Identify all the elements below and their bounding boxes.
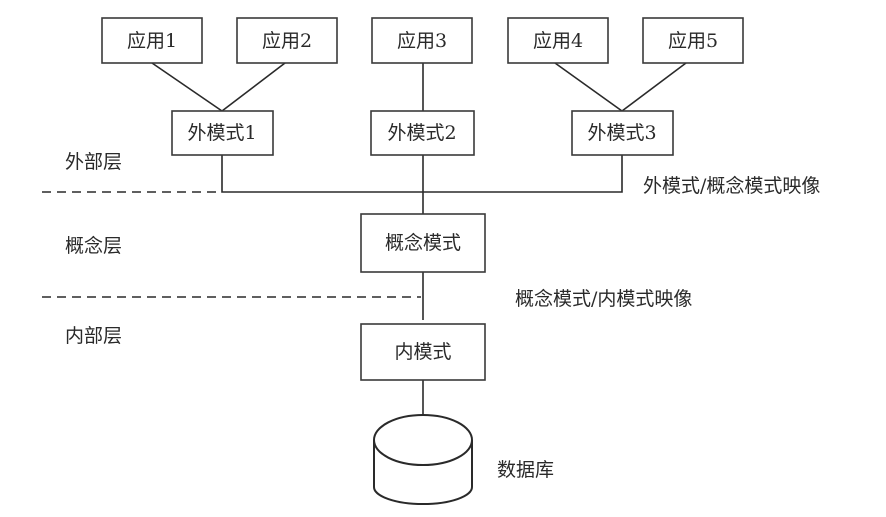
app-label-3: 应用3	[397, 30, 447, 52]
conceptual-schema-label: 概念模式	[385, 231, 461, 254]
internal-schema-box: 内模式	[360, 323, 486, 381]
connector-app4-ext3	[554, 62, 623, 112]
app-box-5: 应用5	[642, 17, 744, 64]
external-schema-label-1: 外模式1	[187, 122, 256, 144]
app-box-4: 应用4	[507, 17, 609, 64]
external-schema-label-3: 外模式3	[587, 122, 656, 144]
app-box-1: 应用1	[101, 17, 203, 64]
app-label-2: 应用2	[262, 30, 312, 52]
connector-app5-ext3	[621, 62, 687, 112]
app-label-5: 应用5	[668, 30, 718, 52]
layer-label-conceptual: 概念层	[65, 234, 122, 257]
layer-label-internal: 内部层	[65, 325, 122, 347]
layer-label-external: 外部层	[65, 151, 122, 173]
conceptual-schema-box: 概念模式	[360, 213, 486, 273]
external-schema-label-2: 外模式2	[387, 122, 456, 144]
app-box-2: 应用2	[236, 17, 338, 64]
external-schema-box-2: 外模式2	[370, 110, 475, 156]
mapping-label-external-conceptual: 外模式/概念模式映像	[643, 174, 820, 197]
database-label: 数据库	[497, 459, 554, 481]
database-cylinder-icon	[373, 414, 473, 505]
internal-schema-label: 内模式	[394, 341, 451, 363]
external-schema-box-1: 外模式1	[171, 110, 274, 156]
app-label-4: 应用4	[533, 30, 583, 52]
app-label-1: 应用1	[127, 30, 177, 52]
connector-app2-ext1	[221, 62, 286, 112]
app-box-3: 应用3	[371, 17, 473, 64]
mapping-label-conceptual-internal: 概念模式/内模式映像	[515, 287, 692, 310]
connector-app1-ext1	[151, 62, 223, 112]
external-mapping-bus	[221, 155, 623, 193]
external-schema-box-3: 外模式3	[571, 110, 674, 156]
